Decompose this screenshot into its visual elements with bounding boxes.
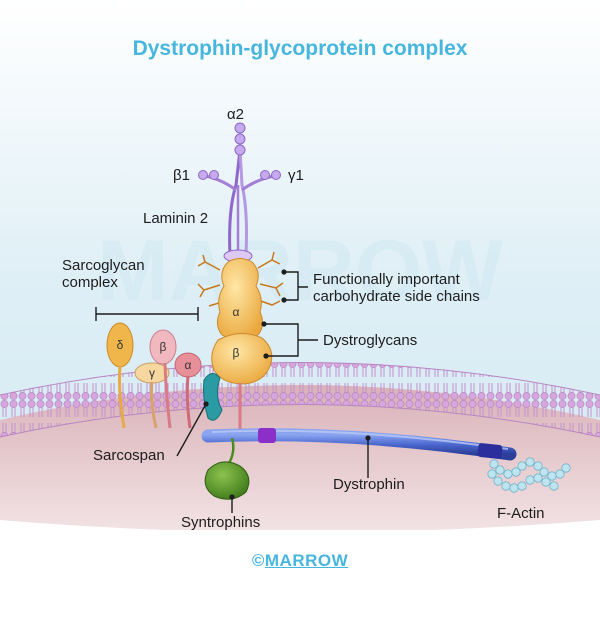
f-actin <box>487 457 571 493</box>
diagram-title: Dystrophin-glycoprotein complex <box>132 37 468 60</box>
delta-sarcoglycan-glyph: δ <box>117 338 124 352</box>
label-sarcoglycan-line2: complex <box>62 274 118 291</box>
label-laminin: Laminin 2 <box>143 210 209 227</box>
laminin-beta1-globule <box>198 170 208 180</box>
label-alpha2: α2 <box>227 106 245 123</box>
label-beta1: β1 <box>173 167 190 184</box>
label-carbohydrate-line2: carbohydrate side chains <box>313 288 480 305</box>
alpha-sarcoglycan-glyph: α <box>185 358 192 372</box>
syntrophin <box>204 461 250 500</box>
beta-dystroglycan <box>211 333 273 385</box>
label-carbohydrate-line1: Functionally important <box>313 271 460 288</box>
alpha-dystroglycan-glyph: α <box>233 305 240 319</box>
label-sarcoglycan-line1: Sarcoglycan <box>62 257 145 274</box>
laminin-gamma1-globule <box>271 170 281 180</box>
sarcospan-pointer <box>176 403 207 457</box>
label-syntrophins: Syntrophins <box>181 514 261 531</box>
label-gamma1: γ1 <box>288 167 304 184</box>
dystrophin-actin-binding-end <box>477 443 503 459</box>
brand-name: MARROW <box>264 551 349 570</box>
label-f-actin: F-Actin <box>497 505 545 522</box>
beta-dystroglycan-glyph: β <box>233 346 240 360</box>
gamma-sarcoglycan-glyph: γ <box>149 366 155 380</box>
laminin-alpha2-globule <box>234 144 246 156</box>
alpha-dystroglycan <box>216 258 264 341</box>
dystrophin <box>201 428 517 461</box>
footer-brand: ©MARROW <box>0 551 600 571</box>
dystrophin-binding-domain <box>258 428 276 443</box>
sarcoglycan-bracket <box>95 307 199 321</box>
cytoplasm-region <box>0 385 600 560</box>
label-dystrophin: Dystrophin <box>333 476 405 493</box>
sarcoglycan-complex: δ γ β α <box>106 322 202 429</box>
pointer-lines <box>95 271 369 513</box>
beta-sarcoglycan-glyph: β <box>160 340 167 354</box>
watermark-text: MARROW <box>97 223 504 319</box>
laminin-2 <box>198 122 281 263</box>
label-dystroglycans: Dystroglycans <box>323 332 418 349</box>
dystroglycan-bracket <box>264 323 318 357</box>
footer-band <box>0 530 600 613</box>
beta-sarcoglycan <box>149 329 177 365</box>
label-sarcospan: Sarcospan <box>93 447 165 464</box>
copyright-symbol: © <box>251 551 265 570</box>
carbohydrate-bracket <box>284 271 308 301</box>
